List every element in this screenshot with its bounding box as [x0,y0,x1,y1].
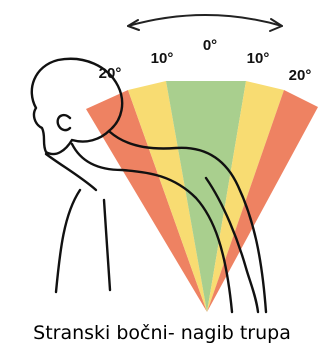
label-center: 0° [203,37,217,54]
left-arm-inner [104,200,110,290]
left-shoulder [46,154,96,190]
bend-direction-arrow [128,15,282,31]
label-right-inner: 10° [247,50,270,67]
label-right-outer: 20° [289,67,312,84]
label-left-inner: 10° [151,50,174,67]
left-arm [56,190,80,292]
angle-labels: 20° 10° 0° 10° 20° [99,37,312,84]
caption: Stranski bočni- nagib trupa [0,322,324,344]
ear-outline [58,115,70,130]
